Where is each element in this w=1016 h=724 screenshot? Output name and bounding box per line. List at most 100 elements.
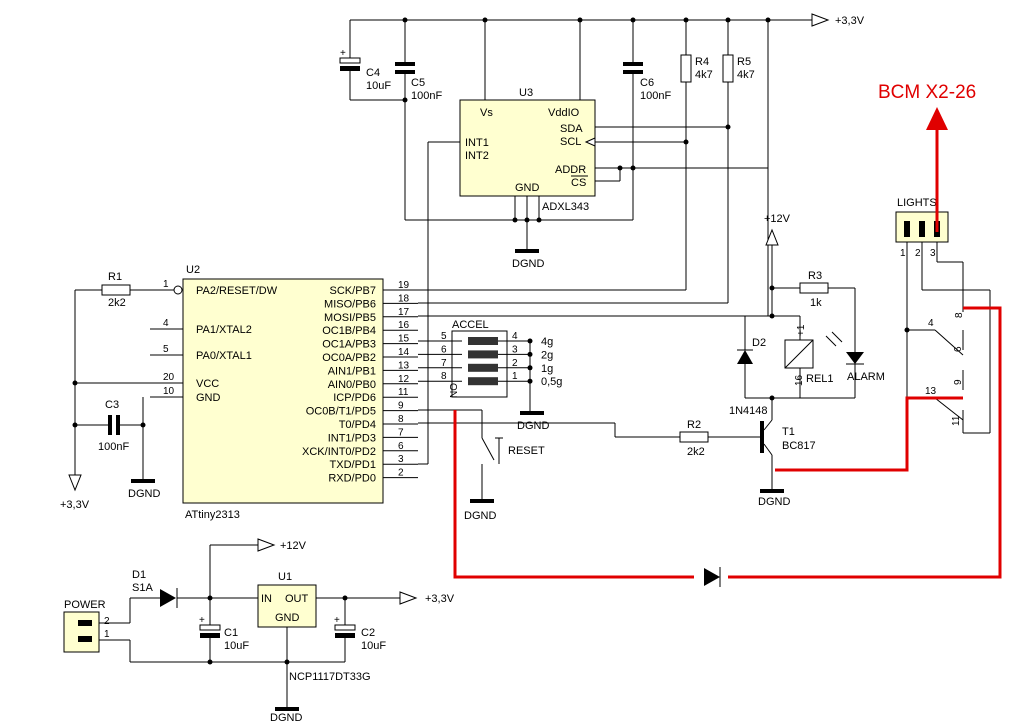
u1-out: OUT xyxy=(285,593,309,605)
top-v33-label: +3,3V xyxy=(835,15,865,27)
u2-pin-num: 2 xyxy=(398,468,404,479)
u2-pin-name: OC0B/T1/PD5 xyxy=(306,406,376,418)
rel1-pin-plus: +1 xyxy=(796,324,807,336)
power-connector: POWER 2 1 xyxy=(63,599,110,653)
chip-u3-adxl343: U3 ADXL343 Vs VddIO SDA SCL INT1 INT2 AD… xyxy=(459,87,596,213)
u2-pin-num: 20 xyxy=(163,372,175,383)
lights-connector: LIGHTS 1 2 3 xyxy=(895,197,949,259)
u2-pin-num: 1 xyxy=(163,279,169,290)
alarm-led-label: ALARM xyxy=(847,371,885,383)
u1-in: IN xyxy=(261,593,272,605)
bcm-label: BCM X2-26 xyxy=(878,82,976,103)
d1-part: S1A xyxy=(132,582,153,594)
c6-ref: C6 xyxy=(640,77,654,89)
dip-right-num: 3 xyxy=(512,344,518,355)
u2-pin-name: AIN0/PB0 xyxy=(328,379,376,391)
lights-pin-1: 1 xyxy=(900,248,906,259)
accel-range: 1g xyxy=(541,363,553,375)
reset-button-label: RESET xyxy=(508,445,545,457)
dgnd-accel: DGND xyxy=(517,420,549,432)
contact-8: 8 xyxy=(954,312,965,318)
accel-range: 4g xyxy=(541,336,553,348)
u2-pin-name: ICP/PD6 xyxy=(333,392,376,404)
u3-pin-vs: Vs xyxy=(480,107,493,119)
u2-pin-name: XCK/INT0/PD2 xyxy=(302,446,376,458)
u2-pin-num: 11 xyxy=(398,387,409,398)
accel-on: ON xyxy=(447,383,458,398)
contact-6: 6 xyxy=(953,346,964,352)
u2-pin-num: 4 xyxy=(163,318,169,329)
u3-pin-cs: CS xyxy=(571,177,586,189)
u2-pin-num: 16 xyxy=(398,320,410,331)
r1-ref: R1 xyxy=(108,271,122,283)
c2-value: 10uF xyxy=(361,640,386,652)
u3-pin-addr: ADDR xyxy=(555,164,586,176)
r4-ref: R4 xyxy=(695,56,709,68)
relay-rel1: +1 16 REL1 xyxy=(784,316,834,398)
resistor-r2: R2 2k2 xyxy=(679,419,709,458)
r3-ref: R3 xyxy=(808,270,822,282)
accel-title: ACCEL xyxy=(452,319,489,331)
u2-pin-name: RXD/PD0 xyxy=(328,473,376,485)
transistor-t1: T1 BC817 xyxy=(760,419,816,456)
u2-pin-name: PA0/XTAL1 xyxy=(196,350,252,362)
r1-value: 2k2 xyxy=(108,297,126,309)
u2-pin-num: 8 xyxy=(398,414,404,425)
u2-pin-num: 5 xyxy=(163,344,169,355)
capacitor-c6: C6 100nF xyxy=(623,20,671,220)
svg-text:+: + xyxy=(199,615,205,626)
dip-right-num: 1 xyxy=(512,371,518,382)
capacitor-c5: C5 100nF xyxy=(395,20,442,220)
c4-value: 10uF xyxy=(366,80,391,92)
dip-switch-toggle xyxy=(468,377,498,386)
dip-right-num: 4 xyxy=(512,331,518,342)
u2-pin-name: PA2/RESET/DW xyxy=(196,285,278,297)
u3-pin-gnd: GND xyxy=(515,182,540,194)
dgnd-reset: DGND xyxy=(464,510,496,522)
r5-value: 4k7 xyxy=(737,69,755,81)
dip-switch-toggle xyxy=(468,363,498,372)
rel1-pin-16: 16 xyxy=(794,374,805,386)
svg-text:+: + xyxy=(334,615,340,626)
dip-switch-toggle xyxy=(468,337,498,345)
u1-gnd: GND xyxy=(275,612,300,624)
resistor-r4: R4 4k7 xyxy=(680,20,713,290)
u2-left-pins: 1PA2/RESET/DW4PA1/XTAL25PA0/XTAL120VCC10… xyxy=(150,279,278,404)
c3-ref: C3 xyxy=(105,399,119,411)
dgnd-u3: DGND xyxy=(512,258,544,270)
lights-label: LIGHTS xyxy=(897,197,937,209)
resistor-r3: R3 1k xyxy=(799,270,829,309)
d2-part: 1N4148 xyxy=(729,405,768,417)
u2-pin-num: 6 xyxy=(398,441,404,452)
u2-ref: U2 xyxy=(186,264,200,276)
contact-4: 4 xyxy=(928,318,934,329)
u2-pin-name: MOSI/PB5 xyxy=(324,312,376,324)
u2-right-pins: 19SCK/PB718MISO/PB617MOSI/PB516OC1B/PB41… xyxy=(302,280,418,485)
u2-part: ATtiny2313 xyxy=(185,509,240,521)
u3-part: ADXL343 xyxy=(542,201,589,213)
u2-pin-name: OC1A/PB3 xyxy=(322,339,376,351)
dip-left-num: 8 xyxy=(441,371,447,382)
u2-pin-name: AIN1/PB1 xyxy=(328,365,376,377)
t1-ref: T1 xyxy=(782,426,795,438)
capacitor-c3: C3 100nF xyxy=(75,399,143,453)
u2-pin-num: 18 xyxy=(398,293,410,304)
u2-pin-num: 19 xyxy=(398,280,410,291)
u2-pin-name: MISO/PB6 xyxy=(324,298,376,310)
capacitor-c2: + C2 10uF xyxy=(334,598,386,662)
u2-pin-name: PA1/XTAL2 xyxy=(196,324,252,336)
resistor-r1: R1 2k2 xyxy=(75,271,174,309)
accel-range: 0,5g xyxy=(541,376,562,388)
power-pin-2: 2 xyxy=(104,616,110,627)
u2-pin-num: 15 xyxy=(398,334,410,345)
contact-9: 9 xyxy=(953,379,964,385)
u2-pin-name: TXD/PD1 xyxy=(330,459,376,471)
u3-pin-scl: SCL xyxy=(560,136,581,148)
relay-contacts: 4 8 6 9 13 11 xyxy=(904,312,990,470)
dip-switch-toggle xyxy=(468,350,498,359)
r3-value: 1k xyxy=(810,297,822,309)
u1-part: NCP1117DT33G xyxy=(289,671,371,683)
resistor-r5: R5 4k7 xyxy=(722,20,755,303)
u2-pin-num: 13 xyxy=(398,360,410,371)
